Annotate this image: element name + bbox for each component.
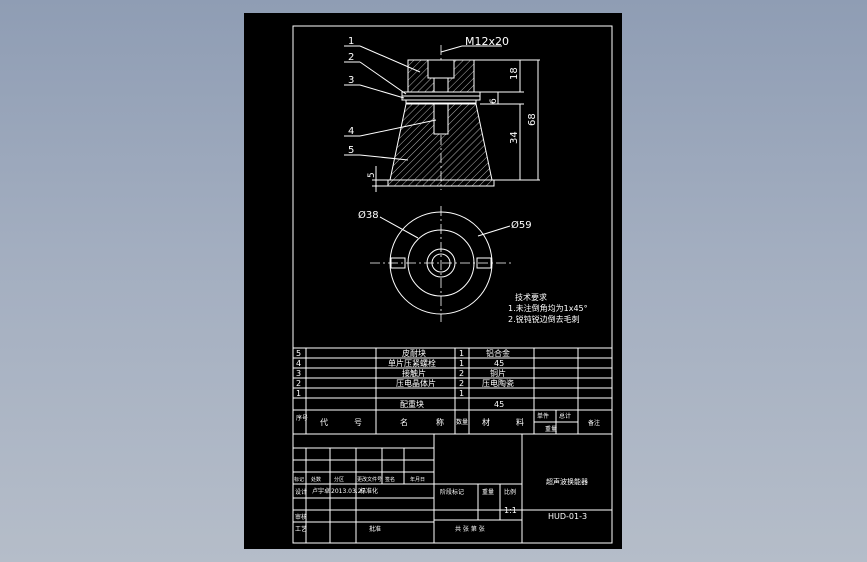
leader-4 xyxy=(359,119,437,137)
rev-label-mark: 标记 xyxy=(294,476,304,483)
bolt-head xyxy=(427,59,455,79)
horn-base xyxy=(387,179,495,187)
leader-1 xyxy=(359,45,421,73)
bom-row-no: 5 xyxy=(296,349,301,358)
top-view: Ø38 Ø59 xyxy=(358,206,532,322)
scale-label: 比例 xyxy=(504,488,516,496)
outer-circle-59 xyxy=(389,211,493,315)
bom-row-mat: 45 xyxy=(494,359,504,368)
dia-38-label: Ø38 xyxy=(358,209,379,221)
bom-row-qty: 2 xyxy=(459,379,464,388)
bom-row-name: 配重块 xyxy=(400,399,424,409)
bom-header-note: 备注 xyxy=(588,419,600,427)
bolt-circle xyxy=(431,253,451,273)
bom-header-no: 序号 xyxy=(296,414,308,422)
bom-row-no: 1 xyxy=(296,389,301,398)
leader-label-4: 4 xyxy=(348,126,354,137)
rev-label-file: 更改文件号 xyxy=(357,476,382,483)
tab-right xyxy=(476,257,492,269)
bom-row-mat: 45 xyxy=(494,400,504,409)
bom-row-qty: 1 xyxy=(459,349,464,358)
rev-label-zone: 分区 xyxy=(334,476,344,483)
bom-row-name: 单片压紧螺栓 xyxy=(388,358,436,368)
bom-row-qty: 1 xyxy=(459,389,464,398)
leader-label-3: 3 xyxy=(348,75,354,86)
dim-6: 6 xyxy=(489,98,499,104)
bom-row-no: 2 xyxy=(296,379,301,388)
bom-row-mat: 铝合金 xyxy=(486,348,510,358)
bom-row-name: 皮耐块 xyxy=(402,348,426,358)
bom-header-code2: 号 xyxy=(354,418,362,427)
dim-34: 34 xyxy=(509,131,520,144)
thread-label: M12x20 xyxy=(465,35,509,48)
parts-list: 5 皮耐块 1 铝合金 4 单片压紧螺栓 1 45 3 接触片 2 铜片 2 压… xyxy=(292,347,613,435)
approve-label: 批准 xyxy=(369,525,381,533)
contact-plate xyxy=(405,99,477,104)
review-label: 审核 xyxy=(295,513,307,521)
dia-59-label: Ø59 xyxy=(511,219,532,231)
rev-label-date: 年月日 xyxy=(410,476,425,483)
tech-line-2: 2.锐钝锐边倒去毛刺 xyxy=(508,314,580,324)
bolt-head-circle xyxy=(426,248,456,278)
leader-label-1: 1 xyxy=(348,36,354,47)
leader-2 xyxy=(359,61,407,95)
rev-label-count: 处数 xyxy=(311,476,321,483)
bom-header-name1: 名 xyxy=(400,417,408,427)
leader-5 xyxy=(359,154,409,161)
design-date: 2013.03.27 xyxy=(331,488,366,495)
bom-header-qty: 数量 xyxy=(456,418,468,426)
circle-38 xyxy=(407,229,475,297)
tech-title: 技术要求 xyxy=(515,292,547,302)
bom-row-name: 接触片 xyxy=(402,368,426,378)
drawing-number: HUD-01-3 xyxy=(548,512,587,521)
front-section-view: M12x20 1 2 3 4 5 18 6 34 68 5 xyxy=(344,35,540,192)
bom-header-code1: 代 xyxy=(320,417,328,427)
bom-header-mat2: 料 xyxy=(516,417,524,427)
designer-name: 卢宇卓 xyxy=(312,487,330,495)
bom-header-mat1: 材 xyxy=(482,417,490,427)
bom-header-total: 总计 xyxy=(559,412,571,420)
leader-label-2: 2 xyxy=(348,52,354,63)
threaded-hole xyxy=(433,103,449,135)
bom-row-no: 4 xyxy=(296,359,301,368)
dim-18: 18 xyxy=(509,67,520,80)
bom-row-name: 压电晶体片 xyxy=(396,378,436,388)
process-label: 工艺 xyxy=(295,525,307,533)
bom-row-qty: 2 xyxy=(459,369,464,378)
bom-row-mat: 压电陶瓷 xyxy=(482,378,514,388)
bom-header-single: 单件 xyxy=(537,412,549,420)
stage-label: 阶段标记 xyxy=(440,488,464,496)
leader-label-5: 5 xyxy=(348,145,354,156)
sheet-count: 共 张 第 张 xyxy=(455,525,485,533)
drawing-title: 超声波换能器 xyxy=(546,477,588,486)
scale-value: 1:1 xyxy=(504,506,517,515)
bom-header-name2: 称 xyxy=(436,417,444,427)
technical-requirements: 技术要求 1.未注倒角均为1x45° 2.锐钝锐边倒去毛刺 xyxy=(508,292,588,324)
rev-label-sign: 签名 xyxy=(385,476,395,483)
bom-row-qty: 1 xyxy=(459,359,464,368)
std-label: 标准化 xyxy=(360,487,378,495)
dim-68: 68 xyxy=(527,113,538,126)
leader-3 xyxy=(359,84,405,99)
piezo-disc-1 xyxy=(401,91,481,97)
designer-label: 设计 xyxy=(295,488,307,496)
dim-5: 5 xyxy=(367,172,377,178)
bom-row-no: 3 xyxy=(296,369,301,378)
piezo-disc-2 xyxy=(401,95,481,101)
tech-line-1: 1.未注倒角均为1x45° xyxy=(508,303,588,313)
bom-row-mat: 铜片 xyxy=(490,368,506,378)
bom-header-weight: 重量 xyxy=(545,425,557,433)
title-block: 标记 处数 分区 更改文件号 签名 年月日 设计 卢宇卓 2013.03.27 … xyxy=(292,433,613,544)
tab-left xyxy=(390,257,406,269)
weight-label: 重量 xyxy=(482,488,494,496)
